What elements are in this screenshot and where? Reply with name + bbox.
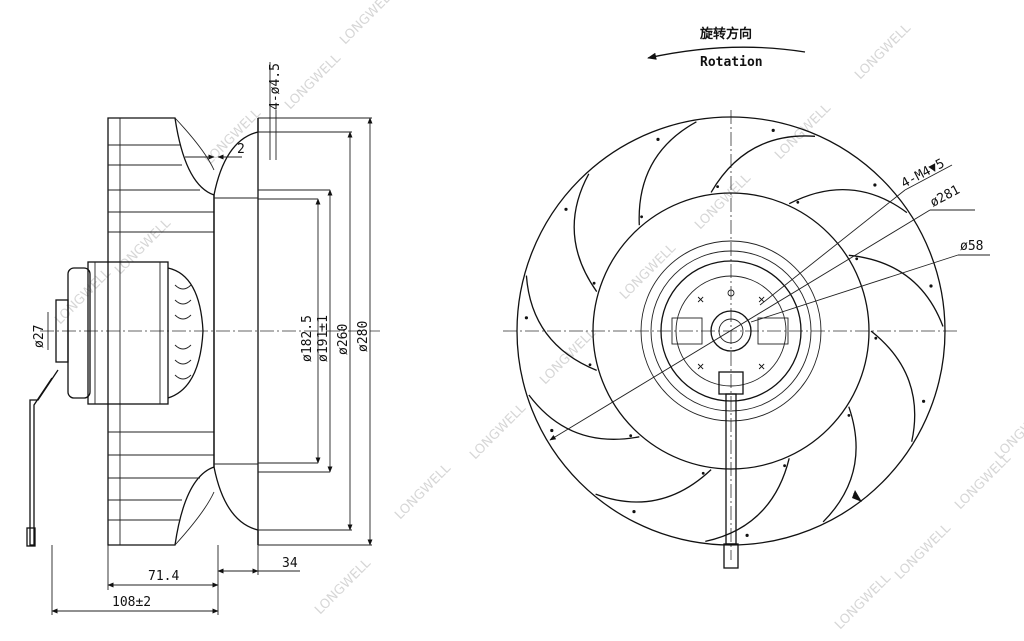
balance-marker xyxy=(852,490,862,502)
depth-total-label: 108±2 xyxy=(112,595,151,610)
rivet-dot xyxy=(701,471,705,475)
motor-body xyxy=(26,261,204,547)
dim-280-label: ø280 xyxy=(356,321,371,352)
rivet-dot xyxy=(656,137,660,141)
rotation-indicator: 旋转方向 Rotation xyxy=(647,26,806,70)
rivet-dot xyxy=(550,428,554,433)
rivet-dot xyxy=(745,533,749,538)
side-dimensions: 4-ø4.5 2 ø182.5 ø191±1 ø260 ø280 ø27 xyxy=(32,62,373,615)
side-view: 4-ø4.5 2 ø182.5 ø191±1 ø260 ø280 ø27 xyxy=(26,62,380,615)
inlet-circle xyxy=(640,240,822,422)
rivet-dot xyxy=(873,183,877,187)
rivet-dot xyxy=(847,414,851,417)
watermark: LONGWELL xyxy=(537,326,599,388)
impeller-blade xyxy=(528,394,640,440)
blade-group xyxy=(524,121,944,543)
watermark: LONGWELL xyxy=(337,0,399,48)
outer-dia-label: ø281 xyxy=(928,183,963,211)
svg-text:✕: ✕ xyxy=(758,292,765,306)
rotation-arrow xyxy=(647,46,806,60)
inlet-ring xyxy=(213,118,259,545)
rivet-dot xyxy=(874,336,878,340)
watermark: LONGWELL xyxy=(467,401,529,463)
rivet-dot xyxy=(588,363,592,367)
motor-circle xyxy=(660,260,802,402)
rivet-dot xyxy=(922,399,926,403)
rotation-label-cn: 旋转方向 xyxy=(699,26,752,42)
impeller-blade xyxy=(525,275,597,372)
rivet-dot xyxy=(783,464,786,468)
dim-191-label: ø191±1 xyxy=(316,315,331,362)
impeller-blade xyxy=(573,173,598,292)
depth-right-label: 34 xyxy=(282,556,298,571)
watermark: LONGWELL xyxy=(852,21,914,83)
front-view: 旋转方向 Rotation ✕ ✕ ✕ ✕ xyxy=(503,26,990,569)
impeller-blade xyxy=(870,330,916,442)
watermark: LONGWELL xyxy=(202,106,264,168)
watermark: LONGWELL xyxy=(282,51,344,113)
watermark: LONGWELL xyxy=(772,101,834,163)
gap-label: 2 xyxy=(237,142,245,157)
impeller-blade xyxy=(788,188,908,214)
thread-spec-label: 4-M4▼5 xyxy=(899,156,948,191)
rivet-dot xyxy=(564,207,568,211)
dim-182-label: ø182.5 xyxy=(300,315,315,362)
rivet-dot xyxy=(629,434,633,438)
impeller-blade xyxy=(822,406,857,523)
hub-dia-label: ø58 xyxy=(960,239,983,254)
watermark: LONGWELL xyxy=(892,521,954,583)
rotation-label-en: Rotation xyxy=(700,55,763,70)
dim-260-label: ø260 xyxy=(336,324,351,355)
watermark: LONGWELL xyxy=(112,216,174,278)
rivet-dot xyxy=(592,281,596,285)
rivet-dot xyxy=(771,128,775,132)
impeller-blade xyxy=(638,121,697,226)
rivet-dot xyxy=(796,200,800,204)
rivet-dot xyxy=(855,257,859,261)
hub-details: ✕ ✕ ✕ ✕ xyxy=(671,289,789,569)
depth-inner-label: 71.4 xyxy=(148,569,179,584)
watermark-layer: LONGWELL LONGWELL LONGWELL LONGWELL LONG… xyxy=(52,0,1024,633)
watermark: LONGWELL xyxy=(992,401,1024,463)
rivet-dot xyxy=(716,185,719,189)
rivet-dot xyxy=(632,510,636,514)
impeller-blade xyxy=(848,254,944,327)
rivet-dot xyxy=(929,284,933,288)
watermark: LONGWELL xyxy=(312,556,374,618)
impeller-inner-circle xyxy=(592,192,870,470)
rivet-dot xyxy=(640,215,643,219)
watermark: LONGWELL xyxy=(52,266,114,328)
watermark: LONGWELL xyxy=(617,241,679,303)
impeller-profile xyxy=(107,117,215,546)
impeller-blade xyxy=(710,135,816,193)
impeller-blade xyxy=(595,469,712,503)
svg-text:✕: ✕ xyxy=(758,359,765,373)
shaft-dia-label: ø27 xyxy=(32,325,47,348)
watermark: LONGWELL xyxy=(832,571,894,633)
watermark: LONGWELL xyxy=(692,171,754,233)
hole-spec-label: 4-ø4.5 xyxy=(268,63,283,110)
hub-circle xyxy=(710,310,752,352)
watermark: LONGWELL xyxy=(392,461,454,523)
rivet-dot xyxy=(524,316,529,320)
svg-text:✕: ✕ xyxy=(697,292,704,306)
impeller-blade xyxy=(705,458,790,543)
impeller-outer-circle xyxy=(516,116,946,546)
svg-text:✕: ✕ xyxy=(697,359,704,373)
